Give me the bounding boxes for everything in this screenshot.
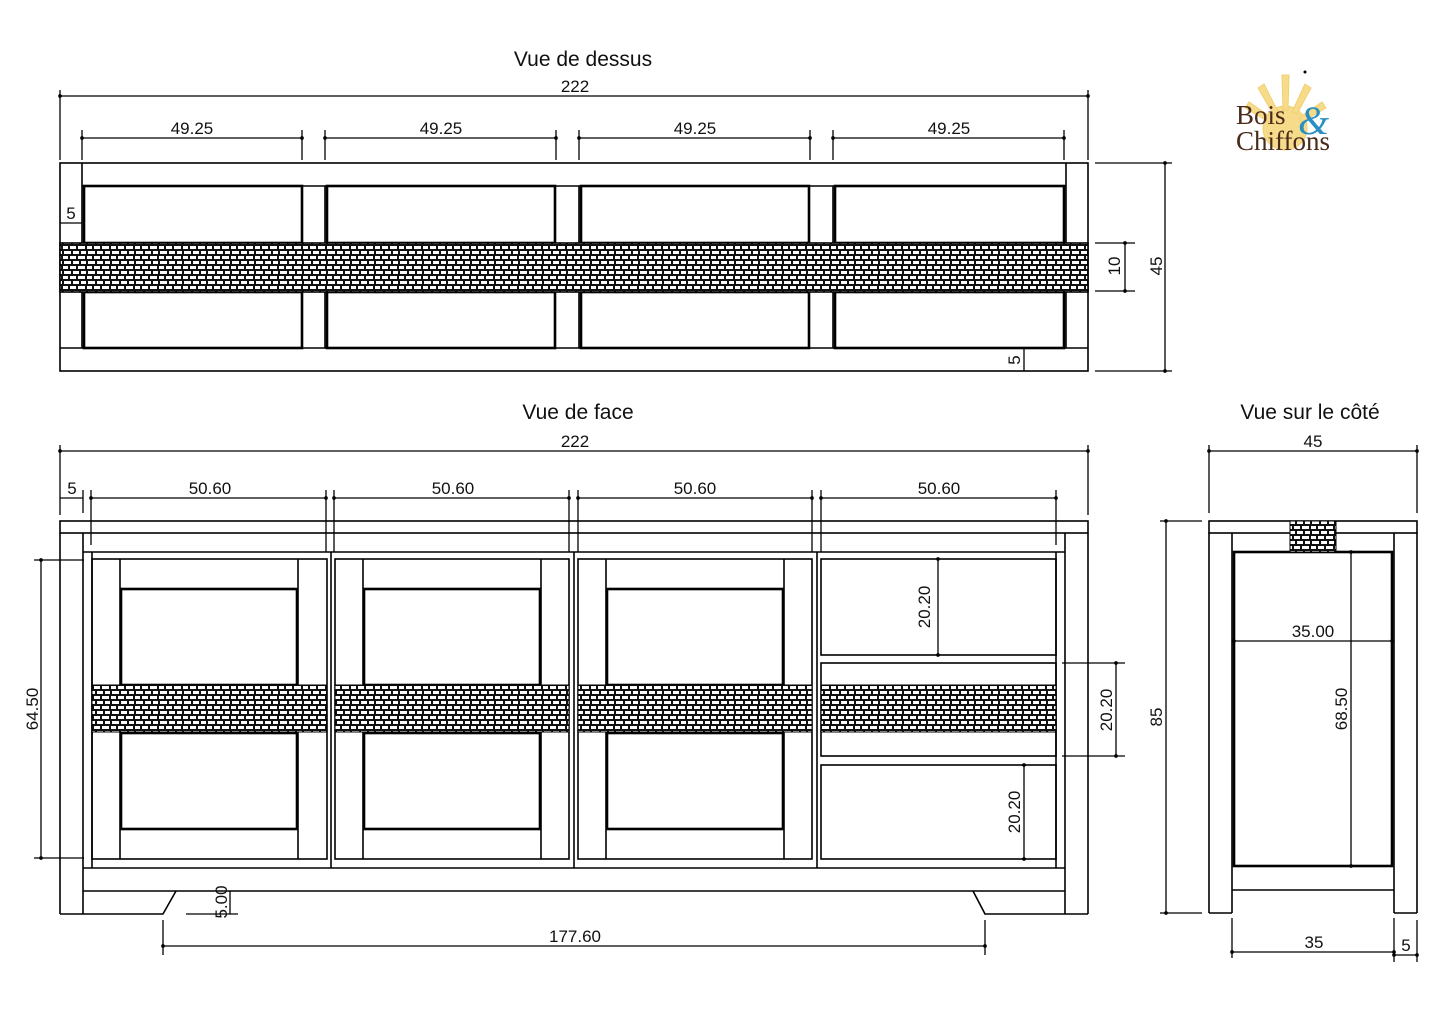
top-side-offset-label: 5 — [66, 204, 75, 223]
front-view-title: Vue de face — [522, 401, 633, 424]
front-overall-width-label: 222 — [561, 432, 589, 451]
top-module-dimensions: 49.25 49.25 49.25 49.25 — [80, 119, 1066, 160]
side-inner-height-label: 68.50 — [1332, 688, 1351, 731]
top-overall-width-label: 222 — [561, 77, 589, 96]
top-module-width-2: 49.25 — [420, 119, 463, 138]
sun-icon — [1244, 74, 1327, 151]
logo-text-chiffons: Chiffons — [1236, 126, 1330, 156]
side-overall-depth-label: 45 — [1304, 432, 1323, 451]
plinth-height-label: 5.00 — [212, 885, 231, 918]
front-view: Vue de face 222 5 50.60 50.60 50.60 50.6… — [23, 401, 1125, 955]
drawer-height-middle: 20.20 — [1097, 689, 1116, 732]
drawer-height-top: 20.20 — [915, 586, 934, 629]
side-view: Vue sur le côté 45 35.00 68.50 85 35 5 — [1147, 401, 1419, 962]
front-module-width-4: 50.60 — [918, 479, 961, 498]
front-module-width-2: 50.60 — [432, 479, 475, 498]
top-stone-band — [59, 242, 1089, 293]
front-module-dimensions: 50.60 50.60 50.60 50.60 — [89, 479, 1058, 552]
side-bottom-side-label: 5 — [1401, 936, 1410, 955]
top-band-height-label: 10 — [1105, 257, 1124, 276]
top-view: Vue de dessus 222 49.25 49.25 49.25 49.2… — [58, 48, 1172, 373]
logo-text-bois: Bois — [1236, 100, 1286, 130]
top-module-width-4: 49.25 — [928, 119, 971, 138]
front-module-width-1: 50.60 — [189, 479, 232, 498]
top-bottom-offset-label: 5 — [1005, 355, 1024, 364]
top-module-width-3: 49.25 — [674, 119, 717, 138]
front-inner-height-label: 64.50 — [23, 688, 42, 731]
top-view-title: Vue de dessus — [514, 48, 652, 71]
side-inner-width-label: 35.00 — [1292, 622, 1335, 641]
logo: Bois & Chiffons — [1236, 70, 1330, 156]
drawer-height-bottom: 20.20 — [1005, 791, 1024, 834]
front-module-width-3: 50.60 — [674, 479, 717, 498]
plinth-width-label: 177.60 — [549, 927, 601, 946]
side-bottom-inner-label: 35 — [1305, 933, 1324, 952]
top-depth-label: 45 — [1147, 257, 1166, 276]
front-side-offset-label: 5 — [67, 479, 76, 498]
side-stone-band — [1289, 520, 1337, 553]
logo-ampersand: & — [1298, 98, 1329, 143]
top-module-width-1: 49.25 — [171, 119, 214, 138]
front-stone-bands — [91, 684, 1057, 733]
side-view-title: Vue sur le côté — [1240, 401, 1379, 424]
logo-dot — [1303, 70, 1307, 74]
side-overall-height-label: 85 — [1147, 708, 1166, 727]
